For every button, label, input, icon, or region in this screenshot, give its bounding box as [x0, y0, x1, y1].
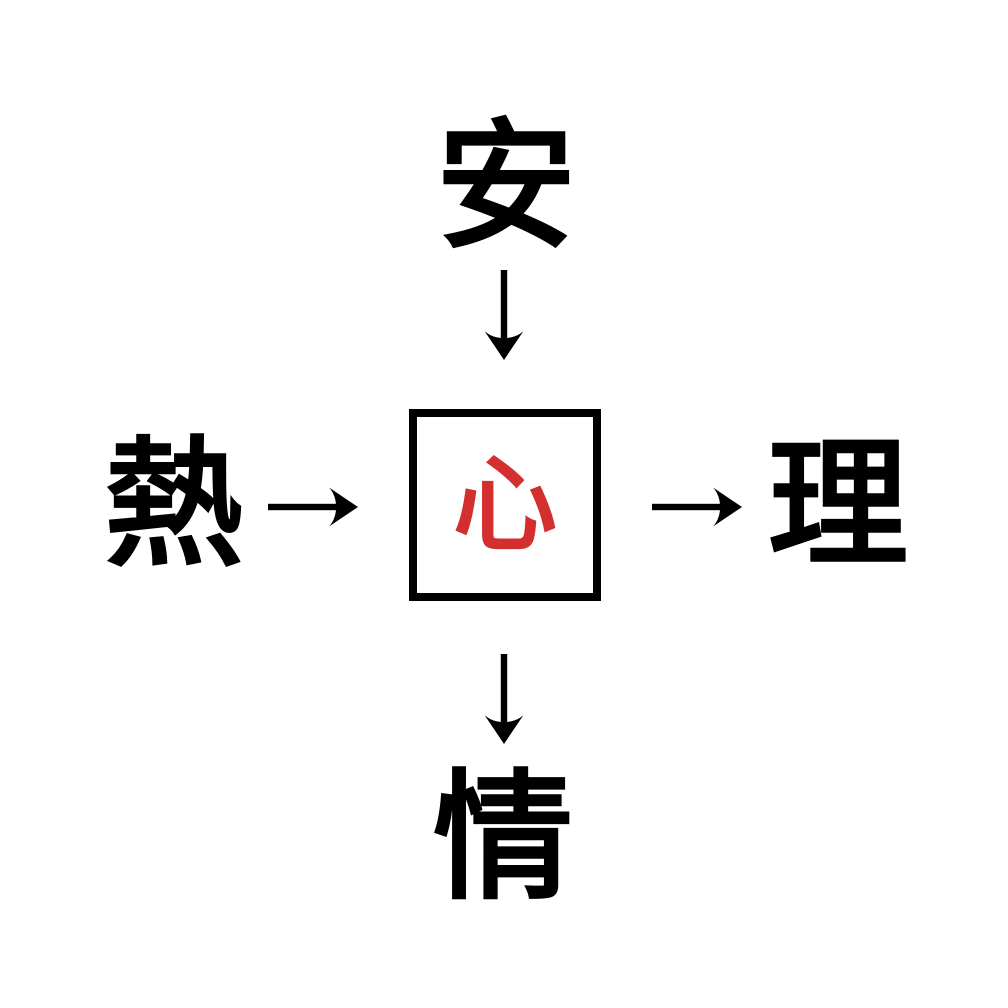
kanji-bottom: 情 [432, 757, 574, 920]
kanji-right: 理 [767, 424, 909, 587]
kanji-center: 心 [452, 444, 557, 566]
arrow-left-to-center-icon [268, 484, 358, 530]
kanji-left: 熱 [103, 424, 245, 587]
center-answer-box: 心 [409, 409, 601, 601]
arrow-center-to-right-icon [652, 484, 742, 530]
kanji-top: 安 [435, 106, 577, 269]
arrow-center-to-bottom-icon [481, 654, 527, 744]
arrow-top-to-center-icon [481, 270, 527, 360]
